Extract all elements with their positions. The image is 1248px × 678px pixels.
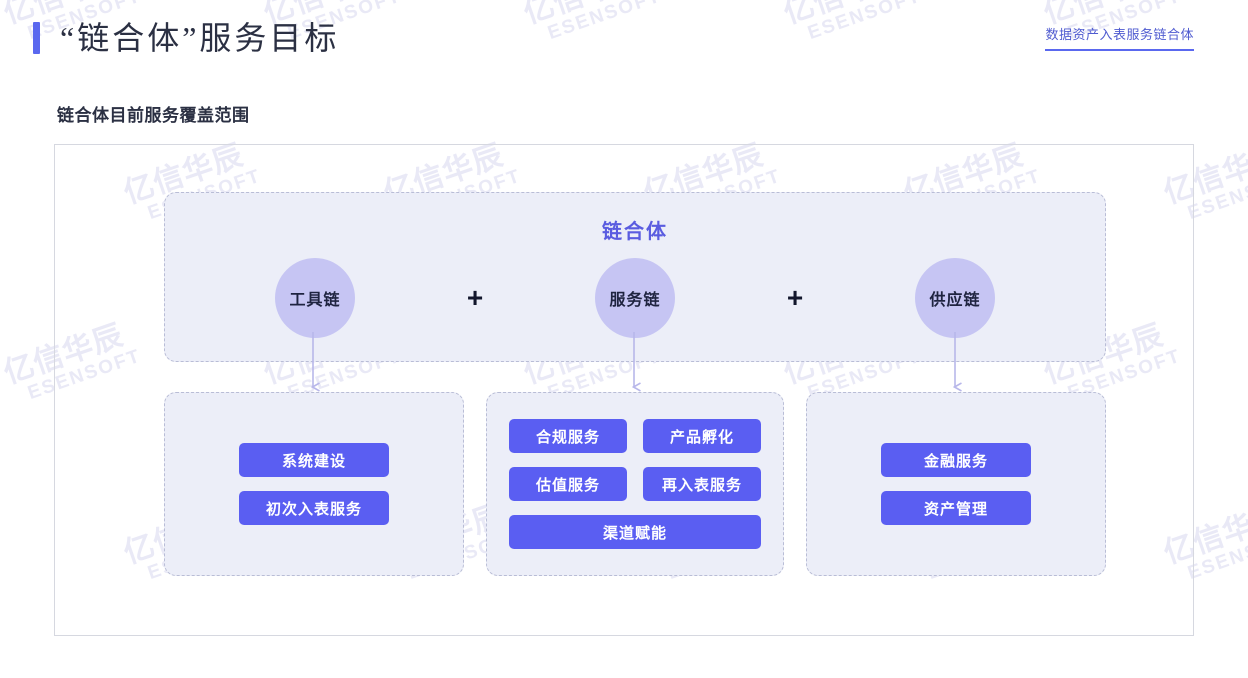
chip-grid-service: 合规服务 产品孵化 估值服务 再入表服务 渠道赋能 (487, 419, 783, 549)
chip-first-listing-service[interactable]: 初次入表服务 (239, 491, 389, 525)
column-service-chain: 合规服务 产品孵化 估值服务 再入表服务 渠道赋能 (486, 392, 784, 576)
main-panel (54, 144, 1194, 636)
chain-container: 链合体 工具链 + 服务链 + 供应链 (164, 192, 1106, 362)
chip-re-listing-service[interactable]: 再入表服务 (643, 467, 761, 501)
watermark-en-text: ESENSOFT (1185, 165, 1248, 224)
corner-tag: 数据资产入表服务链合体 (1045, 24, 1194, 51)
column-supply-chain: 金融服务 资产管理 (806, 392, 1106, 576)
chain-title: 链合体 (602, 221, 668, 243)
chip-grid-supply: 金融服务 资产管理 (807, 443, 1105, 525)
chip-financial-service[interactable]: 金融服务 (881, 443, 1031, 477)
watermark-en-text: ESENSOFT (1185, 525, 1248, 584)
chip-channel-empowerment[interactable]: 渠道赋能 (509, 515, 761, 549)
chip-compliance-service[interactable]: 合规服务 (509, 419, 627, 453)
plus-icon-1: + (466, 282, 484, 313)
page-title: “链合体”服务目标 (60, 20, 340, 56)
chain-node-tool[interactable]: 工具链 (275, 258, 355, 338)
page-header: “链合体”服务目标 数据资产入表服务链合体 (0, 0, 1248, 80)
corner-tag-underline (1045, 49, 1194, 51)
chain-node-service[interactable]: 服务链 (595, 258, 675, 338)
chip-product-incubation[interactable]: 产品孵化 (643, 419, 761, 453)
chain-node-supply[interactable]: 供应链 (915, 258, 995, 338)
chip-asset-management[interactable]: 资产管理 (881, 491, 1031, 525)
section-subtitle: 链合体目前服务覆盖范围 (57, 106, 250, 125)
chip-grid-tool: 系统建设 初次入表服务 (165, 443, 463, 525)
chip-system-build[interactable]: 系统建设 (239, 443, 389, 477)
watermark-en-text: ESENSOFT (0, 165, 4, 224)
column-tool-chain: 系统建设 初次入表服务 (164, 392, 464, 576)
chain-node-row: 工具链 + 服务链 + 供应链 (165, 253, 1105, 343)
corner-tag-label: 数据资产入表服务链合体 (1045, 27, 1194, 42)
chip-valuation-service[interactable]: 估值服务 (509, 467, 627, 501)
watermark-en-text: ESENSOFT (0, 525, 4, 584)
title-accent-bar (33, 22, 40, 54)
plus-icon-2: + (786, 282, 804, 313)
